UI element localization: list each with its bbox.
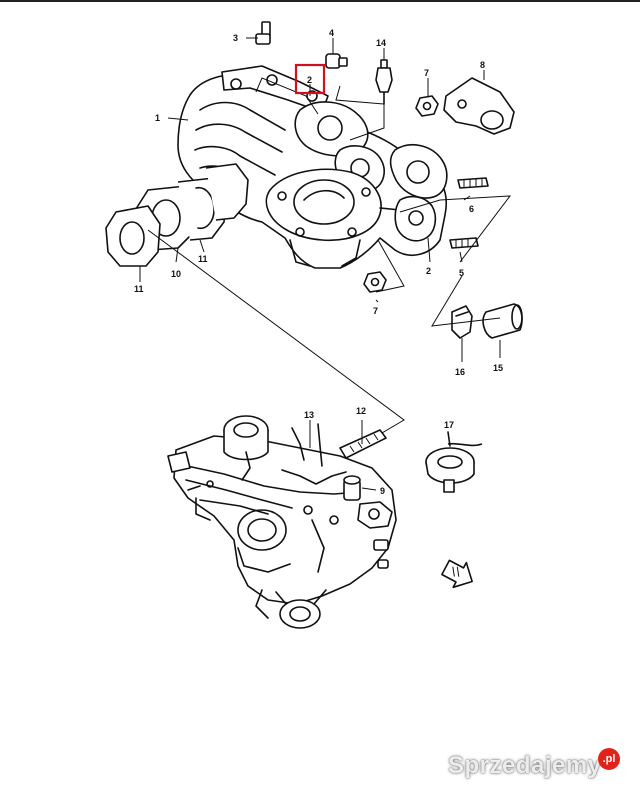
callout-5: 5 [459, 268, 464, 278]
nut-7-top [415, 95, 439, 117]
callout-10: 10 [171, 269, 181, 279]
callout-14: 14 [376, 38, 386, 48]
bolt-3 [255, 21, 271, 45]
callout-17: 17 [444, 420, 454, 430]
callout-1: 1 [155, 113, 160, 123]
vacuum-actuator-17 [425, 431, 483, 493]
hose-15 [482, 303, 523, 339]
callout-9: 9 [380, 486, 385, 496]
callout-7-bottom: 7 [373, 306, 378, 316]
callout-2-lower: 2 [426, 266, 431, 276]
intake-manifold [177, 65, 448, 269]
bracket-8 [443, 77, 515, 135]
callout-8: 8 [480, 60, 485, 70]
callout-7-top: 7 [424, 68, 429, 78]
front-arrow [441, 559, 473, 589]
callout-2: 2 [307, 75, 312, 85]
top-border [0, 0, 640, 2]
leader-lines-lower [309, 420, 377, 491]
callout-11-a: 11 [198, 254, 208, 264]
stud-5 [449, 237, 479, 249]
left-gaskets [105, 163, 249, 267]
plug-4 [325, 53, 348, 69]
callout-13: 13 [304, 410, 314, 420]
watermark-badge: .pl [598, 748, 620, 770]
sensor-14 [375, 59, 393, 105]
nut-7-bottom [363, 271, 387, 293]
highlight-box-2 [294, 63, 326, 95]
callout-labels: 3 4 14 7 8 1 2 6 2 5 7 10 11 11 16 15 13… [134, 28, 503, 496]
callout-6: 6 [469, 204, 474, 214]
callout-4: 4 [329, 28, 334, 38]
stud-6 [457, 177, 489, 189]
callout-3: 3 [233, 33, 238, 43]
callout-12: 12 [356, 406, 366, 416]
carburetor-assembly [167, 415, 397, 629]
watermark-text: Sprzedajemy [448, 752, 602, 779]
callout-16: 16 [455, 367, 465, 377]
callout-15: 15 [493, 363, 503, 373]
callout-11-b: 11 [134, 284, 144, 294]
